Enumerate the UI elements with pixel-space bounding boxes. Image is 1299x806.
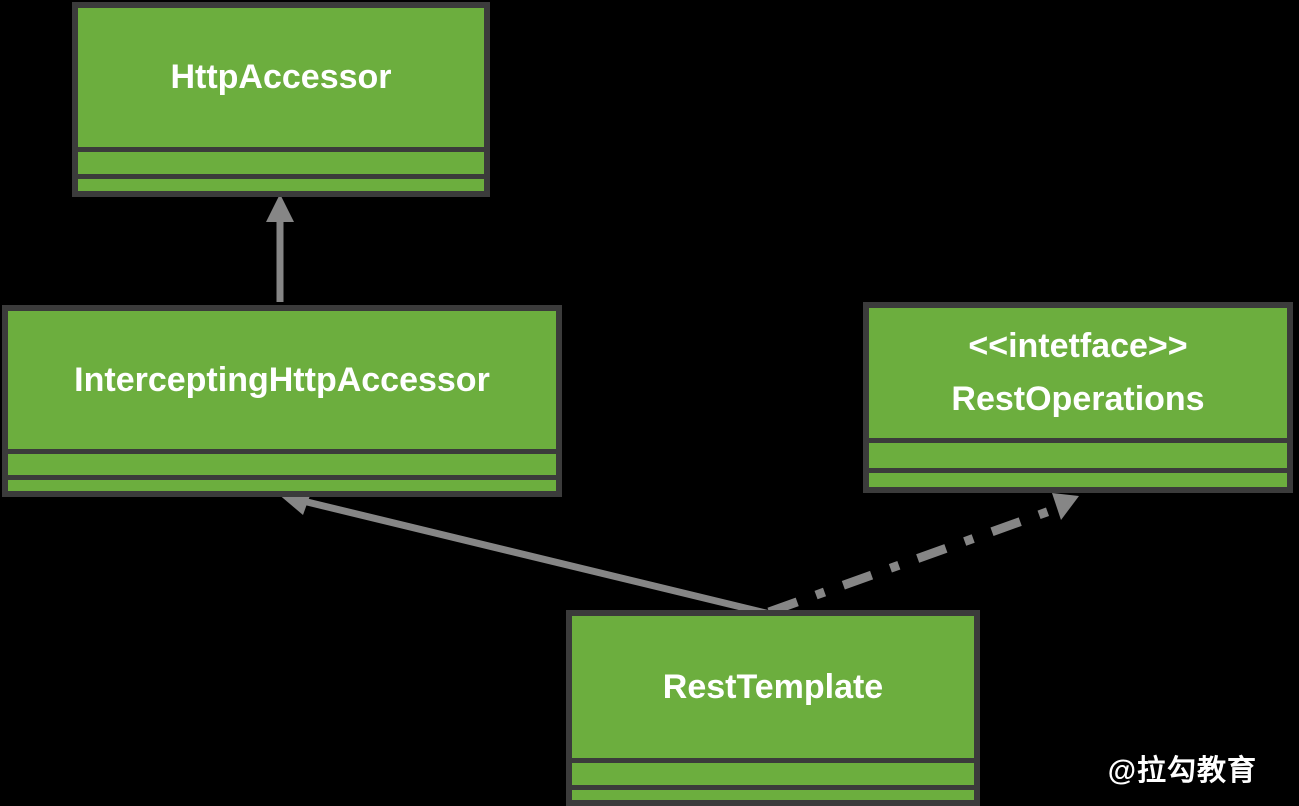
- class-label: RestTemplate: [662, 667, 884, 706]
- attributes-compartment: [78, 152, 484, 174]
- edge-resttemplate-to-intercepting-line: [302, 497, 771, 618]
- class-label: RestOperations: [951, 380, 1205, 418]
- class-label: InterceptingHttpAccessor: [74, 360, 490, 399]
- class-name-interceptinghttpaccessor: InterceptingHttpAccessor: [8, 311, 556, 449]
- class-name-restoperations: <<intetface>> RestOperations: [869, 308, 1287, 438]
- operations-compartment: [78, 179, 484, 191]
- interface-stereotype: <<intetface>>: [968, 327, 1188, 366]
- class-box-interceptinghttpaccessor: InterceptingHttpAccessor: [2, 305, 562, 497]
- operations-compartment: [8, 480, 556, 491]
- class-name-httpaccessor: HttpAccessor: [78, 8, 484, 147]
- attributes-compartment: [8, 454, 556, 475]
- watermark: @拉勾教育: [1107, 755, 1257, 787]
- class-box-resttemplate: RestTemplate: [566, 610, 980, 806]
- attributes-compartment: [869, 443, 1287, 468]
- edge-resttemplate-to-restoperations-line: [767, 503, 1060, 617]
- operations-compartment: [869, 473, 1287, 487]
- class-label: HttpAccessor: [170, 58, 392, 97]
- class-name-resttemplate: RestTemplate: [572, 616, 974, 758]
- class-box-restoperations: <<intetface>> RestOperations: [863, 302, 1293, 493]
- operations-compartment: [572, 790, 974, 800]
- attributes-compartment: [572, 763, 974, 785]
- edge-resttemplate-to-restoperations-arrowhead: [1052, 493, 1079, 520]
- edge-intercepting-to-httpaccessor-arrowhead: [266, 194, 294, 222]
- class-box-httpaccessor: HttpAccessor: [72, 2, 490, 197]
